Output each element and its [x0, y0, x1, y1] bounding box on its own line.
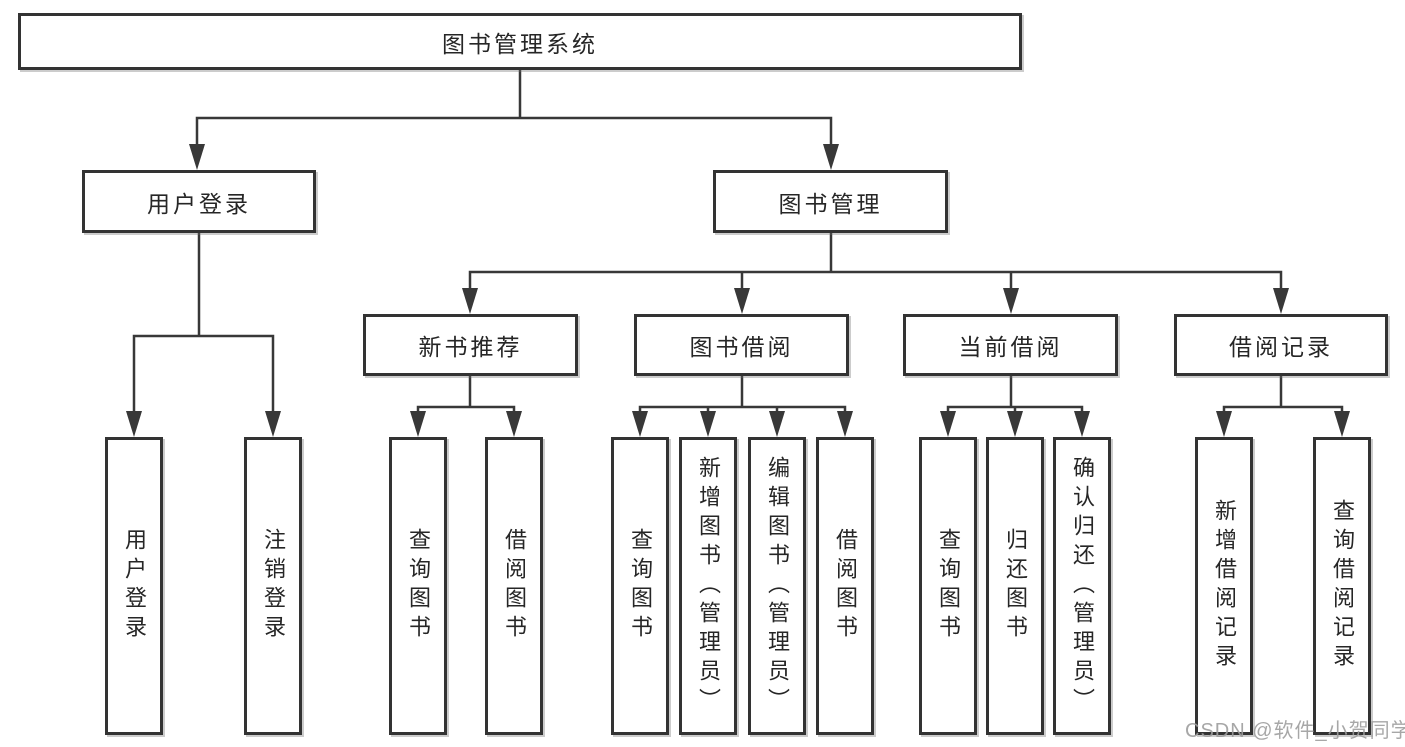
arrow-down-icon: [940, 411, 956, 437]
arrow-down-icon: [410, 411, 426, 437]
leaf-confirm-return-admin: 确认归还（管理员）: [1053, 437, 1111, 735]
leaf-borrow-books: 借阅图书: [816, 437, 874, 735]
leaf-query-borrow-record: 查询借阅记录: [1313, 437, 1371, 735]
arrow-down-icon: [506, 411, 522, 437]
arrow-down-icon: [1003, 288, 1019, 314]
arrow-down-icon: [837, 411, 853, 437]
arrow-down-icon: [1273, 288, 1289, 314]
leaf-user-login: 用户登录: [105, 437, 163, 735]
node-borrowing-records: 借阅记录: [1174, 314, 1388, 376]
arrow-down-icon: [265, 411, 281, 437]
node-library-management-system: 图书管理系统: [18, 13, 1022, 70]
node-new-book-recommend: 新书推荐: [363, 314, 578, 376]
tree-branch-lines: [132, 70, 1344, 414]
leaf-return-books: 归还图书: [986, 437, 1044, 735]
leaf-add-book-admin: 新增图书（管理员）: [679, 437, 737, 735]
arrowhead-icons: [126, 144, 1350, 437]
leaf-query-books-recommend: 查询图书: [389, 437, 447, 735]
arrow-down-icon: [700, 411, 716, 437]
arrow-down-icon: [823, 144, 839, 170]
arrow-down-icon: [1334, 411, 1350, 437]
node-book-management: 图书管理: [713, 170, 948, 233]
arrow-down-icon: [1074, 411, 1090, 437]
arrow-down-icon: [126, 411, 142, 437]
leaf-edit-book-admin: 编辑图书（管理员）: [748, 437, 806, 735]
arrow-down-icon: [1007, 411, 1023, 437]
arrow-down-icon: [189, 144, 205, 170]
leaf-query-books-current: 查询图书: [919, 437, 977, 735]
watermark: CSDN @软件_小贺同学: [1185, 720, 1405, 742]
arrow-down-icon: [462, 288, 478, 314]
arrow-down-icon: [632, 411, 648, 437]
arrow-down-icon: [769, 411, 785, 437]
node-current-borrowing: 当前借阅: [903, 314, 1118, 376]
arrow-down-icon: [734, 288, 750, 314]
node-book-borrowing: 图书借阅: [634, 314, 849, 376]
leaf-borrow-books-recommend: 借阅图书: [485, 437, 543, 735]
node-user-login: 用户登录: [82, 170, 316, 233]
leaf-logout: 注销登录: [244, 437, 302, 735]
arrow-down-icon: [1216, 411, 1232, 437]
leaf-query-books-borrow: 查询图书: [611, 437, 669, 735]
leaf-add-borrow-record: 新增借阅记录: [1195, 437, 1253, 735]
